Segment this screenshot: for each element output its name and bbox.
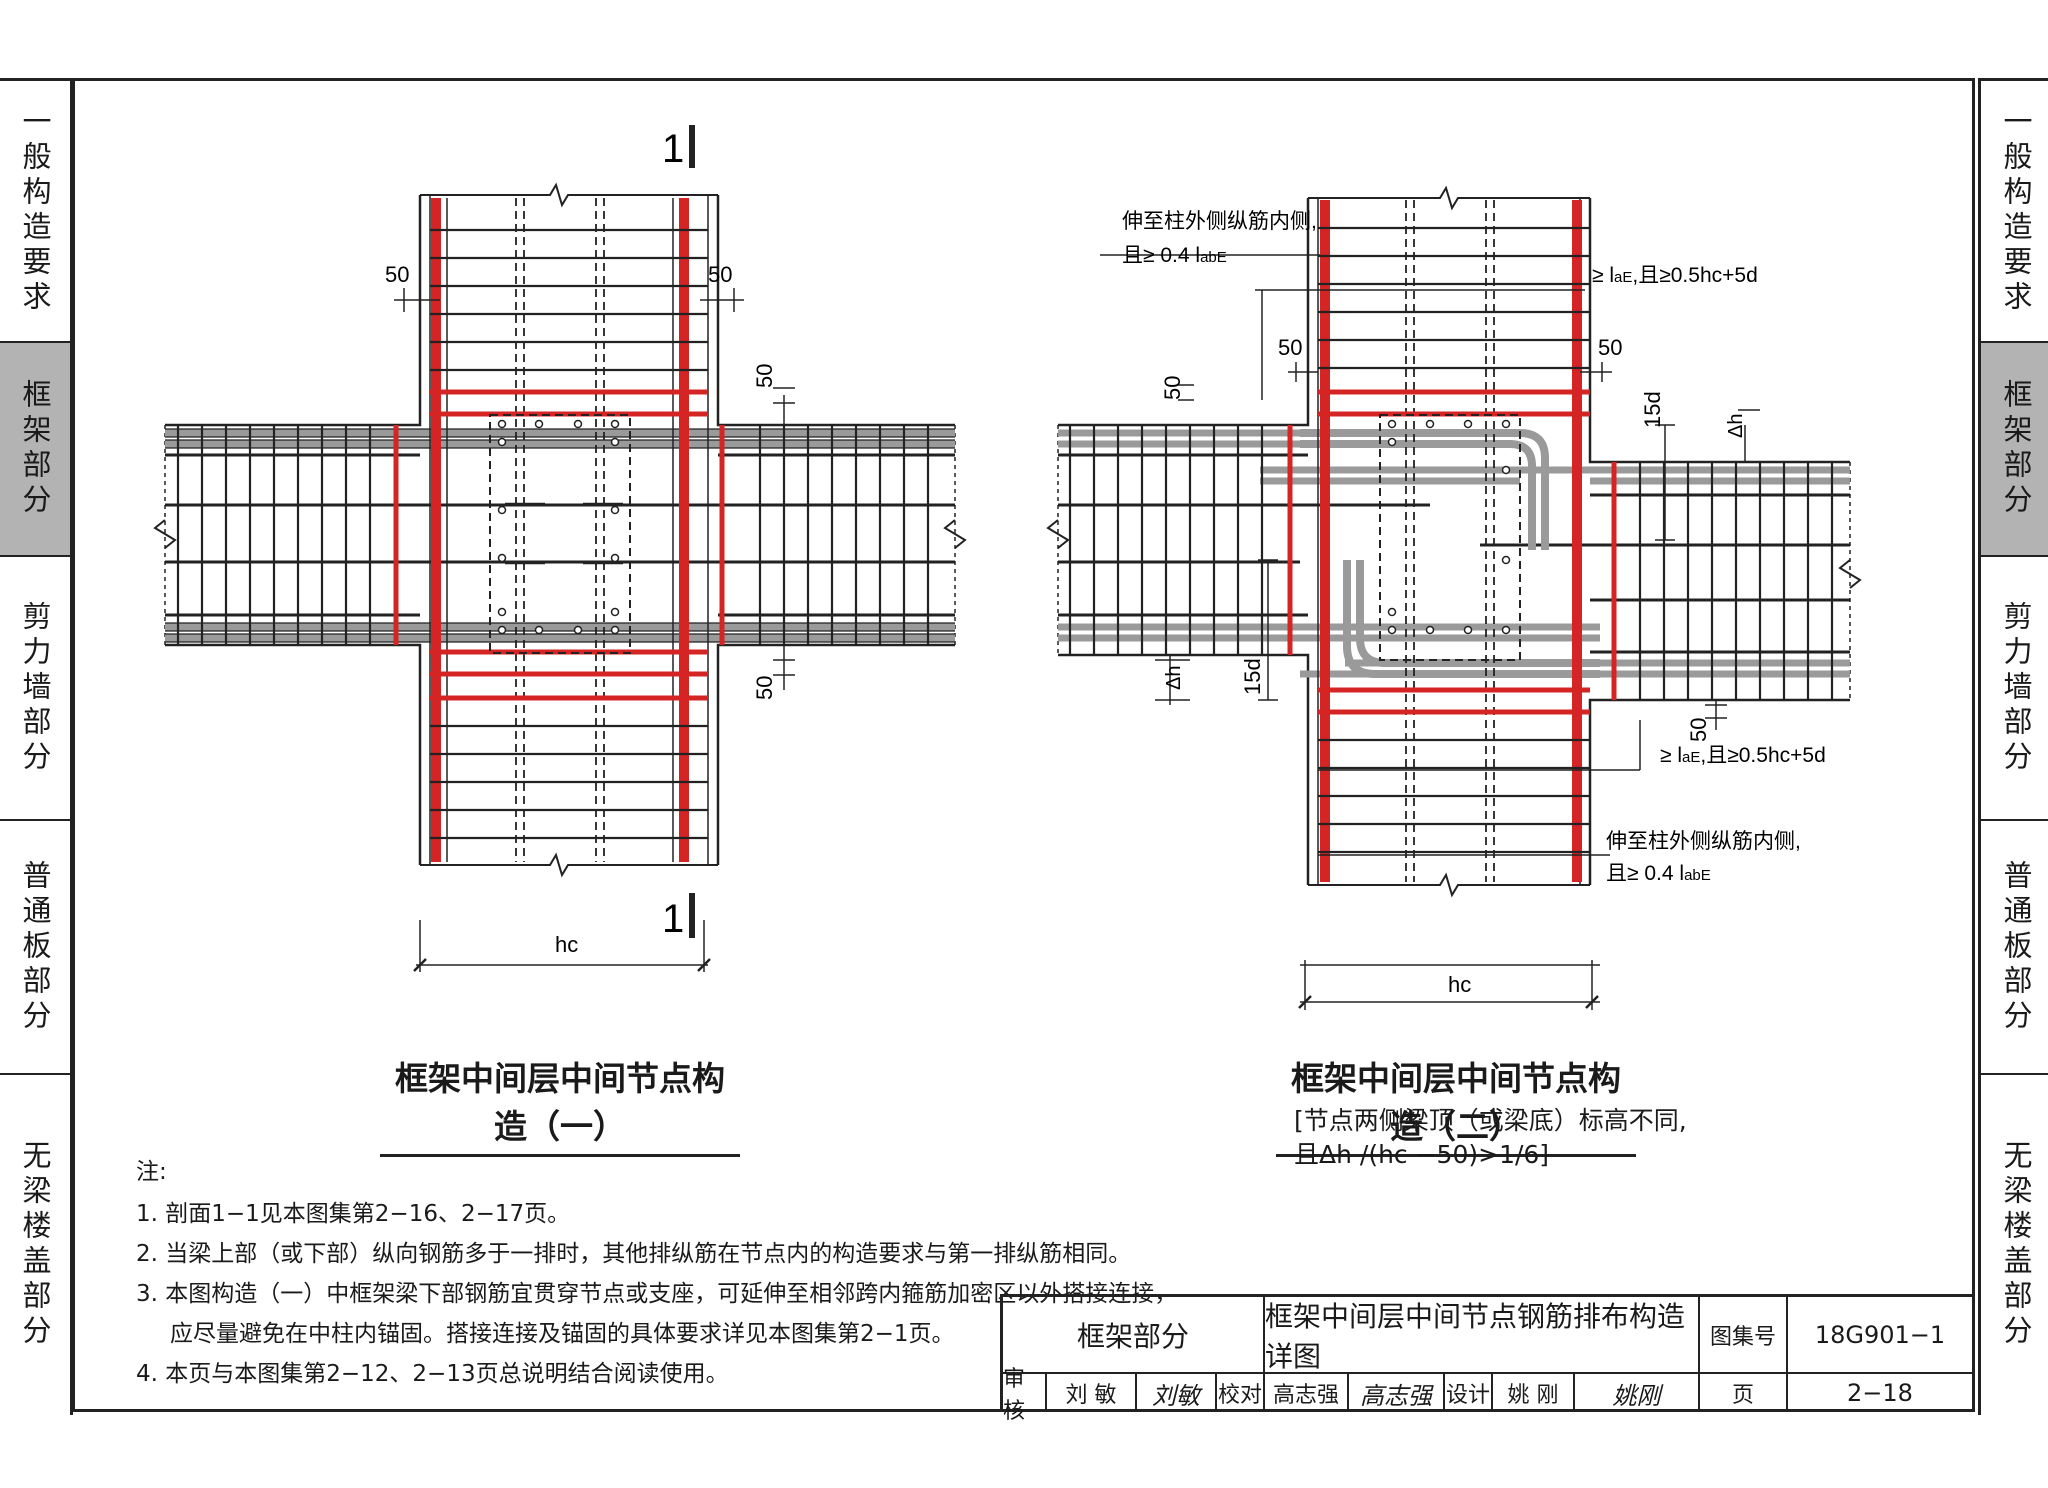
note-item: 2. 当梁上部（或下部）纵向钢筋多于一排时，其他排纵筋在节点内的构造要求与第一排… <box>136 1241 1132 1267</box>
leader-note: 伸至柱外侧纵筋内侧, <box>1606 830 1801 853</box>
dim-hc: hc <box>1448 972 1471 997</box>
title-block: 框架部分 框架中间层中间节点钢筋排布构造详图 图集号 18G901−1 审核 刘… <box>1000 1294 1975 1424</box>
tab-label: 框架部分 <box>1999 379 2033 519</box>
node1-column-bars <box>429 195 709 865</box>
tab-label: 普通板部分 <box>18 859 52 1035</box>
side-tab-frame[interactable]: 框架部分 <box>0 343 70 557</box>
dim-50: 50 <box>708 262 732 287</box>
node2-outline <box>1058 198 1850 885</box>
side-tab-shear-wall[interactable]: 剪力墙部分 <box>1981 557 2048 821</box>
leader-note: 且≥ 0.4 labE <box>1606 862 1711 885</box>
side-tab-frame[interactable]: 框架部分 <box>1981 343 2048 557</box>
diagram-1: 1 1 50 50 50 50 hc <box>153 125 967 972</box>
notes: 注: 1. 剖面1−1见本图集第2−16、2−17页。 2. 当梁上部（或下部）… <box>136 1152 1177 1394</box>
subcaption-line: [节点两侧梁顶（或梁底）标高不同, <box>1294 1106 1687 1135</box>
node1-dimensions <box>394 288 795 972</box>
dim-50: 50 <box>752 364 777 388</box>
dim-hc: hc <box>555 932 578 957</box>
node1-beam-top-bars <box>165 429 955 642</box>
dim-50: 50 <box>752 676 777 700</box>
subcaption-node-2: [节点两侧梁顶（或梁底）标高不同, 且Δh /(hc −50)>1/6] <box>1294 1104 1687 1172</box>
reviewer-name: 刘 敏 <box>1047 1374 1137 1412</box>
dim-15d: 15d <box>1640 391 1665 428</box>
tab-label: 框架部分 <box>18 379 52 519</box>
section-mark-top: 1 <box>662 127 684 171</box>
designer-signature: 姚刚 <box>1575 1374 1700 1412</box>
dim-50: 50 <box>1598 335 1622 360</box>
dim-50: 50 <box>385 262 409 287</box>
check-label: 校对 <box>1217 1374 1265 1412</box>
diagram-2: 伸至柱外侧纵筋内侧, 且≥ 0.4 labE ≥ laE,且≥0.5hc+5d … <box>1046 185 1862 1010</box>
dim-50: 50 <box>1160 376 1185 400</box>
left-side-tabs: 一般构造要求 框架部分 剪力墙部分 普通板部分 无梁楼盖部分 <box>0 78 73 1415</box>
side-tab-slab[interactable]: 普通板部分 <box>1981 821 2048 1075</box>
node1-beam-stirrups <box>176 425 930 645</box>
checker-name: 高志强 <box>1265 1374 1349 1412</box>
side-tab-slab[interactable]: 普通板部分 <box>0 821 70 1075</box>
dim-50: 50 <box>1686 718 1711 742</box>
dim-15d: 15d <box>1240 658 1265 695</box>
side-tab-general[interactable]: 一般构造要求 <box>0 81 70 343</box>
side-tab-flat-slab[interactable]: 无梁楼盖部分 <box>0 1075 70 1415</box>
tab-label: 剪力墙部分 <box>1999 600 2033 776</box>
note-item: 1. 剖面1−1见本图集第2−16、2−17页。 <box>136 1201 571 1227</box>
review-label: 审核 <box>1003 1367 1047 1424</box>
designer-name: 姚 刚 <box>1493 1374 1575 1412</box>
node1-outline <box>165 195 955 865</box>
note-item: 应尽量避免在中柱内锚固。搭接连接及锚固的具体要求详见本图集第2−1页。 <box>170 1321 955 1347</box>
delta-h-label: Δh <box>1163 666 1185 690</box>
page-label: 页 <box>1700 1374 1788 1412</box>
note-item: 4. 本页与本图集第2−12、2−13页总说明结合阅读使用。 <box>136 1361 729 1387</box>
tab-label: 普通板部分 <box>1999 859 2033 1035</box>
caption-node-1: 框架中间层中间节点构造（一） <box>380 1052 740 1157</box>
anchor-length-note: ≥ laE,且≥0.5hc+5d <box>1592 264 1758 287</box>
right-side-tabs: 一般构造要求 框架部分 剪力墙部分 普通板部分 无梁楼盖部分 <box>1978 78 2048 1415</box>
page-number: 2−18 <box>1847 1379 1913 1407</box>
leader-note: 伸至柱外侧纵筋内侧, <box>1122 210 1317 233</box>
anchor-length-note: ≥ laE,且≥0.5hc+5d <box>1660 744 1826 767</box>
atlas-label: 图集号 <box>1700 1297 1788 1374</box>
checker-signature: 高志强 <box>1349 1374 1445 1412</box>
reviewer-signature: 刘敏 <box>1137 1374 1217 1412</box>
design-label: 设计 <box>1445 1374 1493 1412</box>
side-tab-shear-wall[interactable]: 剪力墙部分 <box>0 557 70 821</box>
tab-label: 一般构造要求 <box>18 106 52 316</box>
drawing-title: 框架中间层中间节点钢筋排布构造详图 <box>1265 1297 1700 1374</box>
tab-label: 剪力墙部分 <box>18 600 52 776</box>
caption-node-2: 框架中间层中间节点构造（二） <box>1276 1052 1636 1157</box>
delta-h-label: Δh <box>1725 414 1747 438</box>
notes-heading: 注: <box>136 1159 167 1185</box>
tab-label: 无梁楼盖部分 <box>18 1140 52 1350</box>
atlas-number: 18G901−1 <box>1788 1297 1972 1374</box>
tab-label: 无梁楼盖部分 <box>1999 1140 2033 1350</box>
node1-column-ties <box>430 228 708 840</box>
tab-label: 一般构造要求 <box>1999 106 2033 316</box>
subcaption-line: 且Δh /(hc −50)>1/6] <box>1294 1140 1550 1169</box>
side-tab-flat-slab[interactable]: 无梁楼盖部分 <box>1981 1075 2048 1415</box>
side-tab-general[interactable]: 一般构造要求 <box>1981 81 2048 343</box>
category: 框架部分 <box>1003 1297 1265 1374</box>
leader-note: 且≥ 0.4 labE <box>1122 244 1227 267</box>
section-mark-bottom: 1 <box>662 897 684 941</box>
dim-50: 50 <box>1278 335 1302 360</box>
